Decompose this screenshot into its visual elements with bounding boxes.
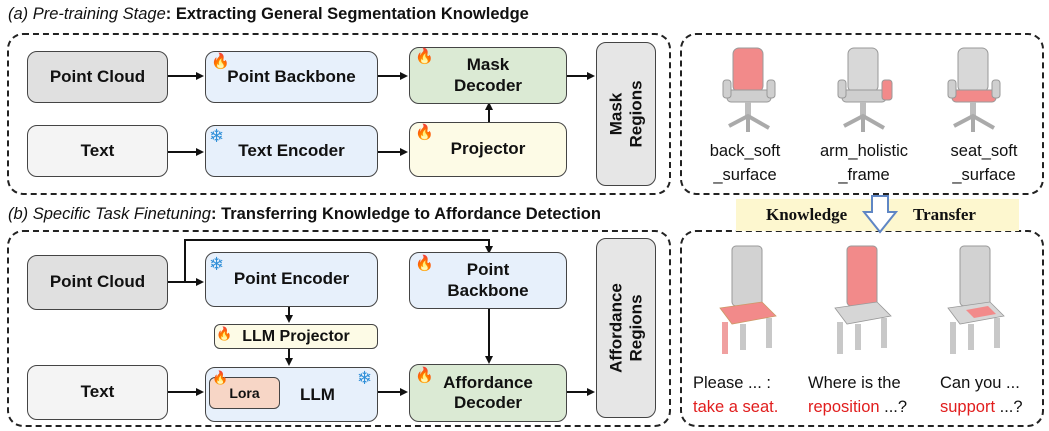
point-backbone-box: Point Backbone	[205, 51, 378, 103]
stage-a-title: (a) Pre-training Stage: Extracting Gener…	[8, 5, 529, 23]
segmented-chairs-illustration	[722, 47, 1001, 132]
chair-seat-highlight	[947, 47, 1001, 132]
fire-icon: 🔥	[415, 367, 434, 384]
text-encoder-box: Text Encoder	[205, 125, 378, 177]
affordance-chairs-illustration	[719, 245, 1005, 354]
fire-icon: 🔥	[211, 53, 230, 70]
part-caption: arm_holistic_frame	[819, 142, 909, 184]
mask-decoder-box: Mask Decoder	[409, 47, 567, 104]
snowflake-icon: ❄	[209, 254, 225, 274]
part-caption: back_soft_surface	[709, 142, 781, 184]
snowflake-icon: ❄	[209, 126, 225, 146]
affordance-decoder-box: Affordance Decoder	[409, 364, 567, 422]
point-backbone-box: Point Backbone	[409, 252, 567, 309]
fire-icon: 🔥	[212, 370, 229, 385]
fire-icon: 🔥	[415, 48, 434, 65]
fire-icon: 🔥	[415, 124, 434, 141]
fire-icon: 🔥	[216, 326, 233, 341]
pretraining-panel	[7, 33, 671, 195]
projector-box: Projector	[409, 122, 567, 177]
stage-b-title: (b) Specific Task Finetuning: Transferri…	[8, 205, 601, 223]
segmentation-examples-panel	[680, 33, 1044, 195]
chair-back-affordance	[834, 245, 892, 354]
fire-icon: 🔥	[415, 255, 434, 272]
down-arrow-icon	[862, 195, 898, 234]
chair-seat-affordance	[719, 245, 777, 354]
chair-arm-highlight	[837, 47, 893, 132]
query-caption: Can you ...support ...?	[940, 374, 1023, 416]
affordance-examples-panel	[680, 230, 1044, 427]
point-encoder-box: Point Encoder	[205, 252, 378, 307]
snowflake-icon: ❄	[357, 368, 373, 388]
llm-projector-box: LLM Projector	[214, 324, 378, 349]
text-input: Text	[27, 125, 168, 177]
point-cloud-input: Point Cloud	[27, 255, 168, 310]
query-caption: Please ... :take a seat.	[693, 374, 779, 416]
chair-support-affordance	[947, 245, 1005, 354]
part-caption: seat_soft_surface	[950, 142, 1018, 184]
text-input: Text	[27, 365, 168, 420]
finetuning-panel	[7, 230, 671, 427]
lora-box: Lora	[209, 377, 280, 409]
point-cloud-input: Point Cloud	[27, 51, 168, 103]
chair-back-highlight	[722, 47, 776, 132]
